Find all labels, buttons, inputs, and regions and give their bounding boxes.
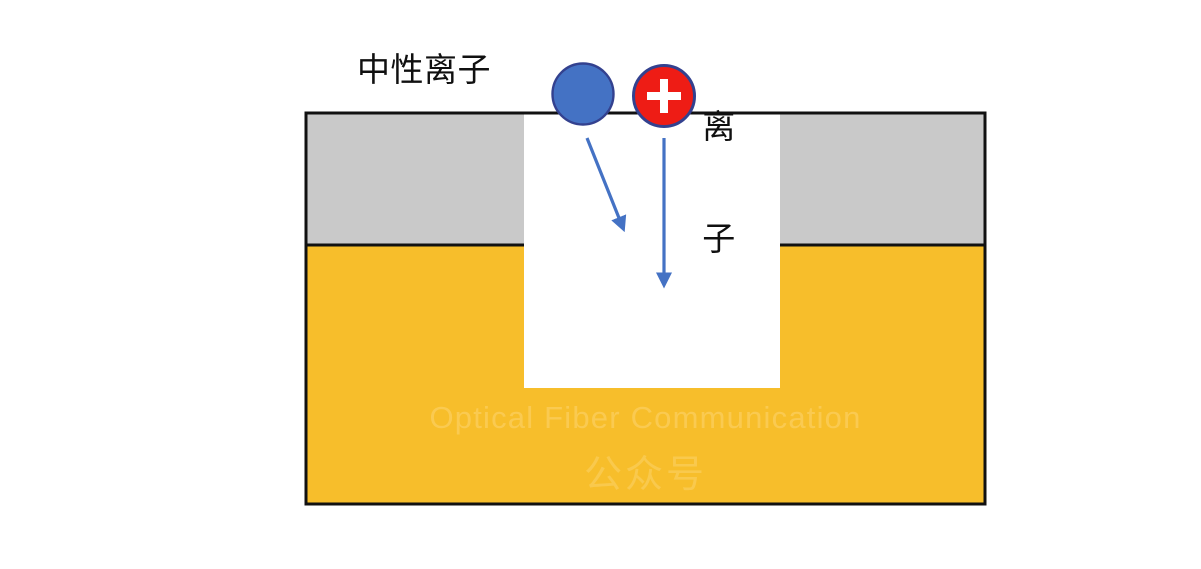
neutral-ion-particle: [551, 62, 615, 126]
neutral-ion-label: 中性离子: [357, 53, 491, 89]
ion-label: 离 子: [698, 38, 740, 330]
plus-icon-vertical-bar: [660, 79, 668, 113]
neutral-ion-trajectory-arrow: [585, 137, 627, 233]
ion-label-line-2: 子: [702, 221, 736, 258]
etched-trench-rect: [524, 111, 780, 388]
ion-label-line-1: 离: [702, 110, 736, 147]
